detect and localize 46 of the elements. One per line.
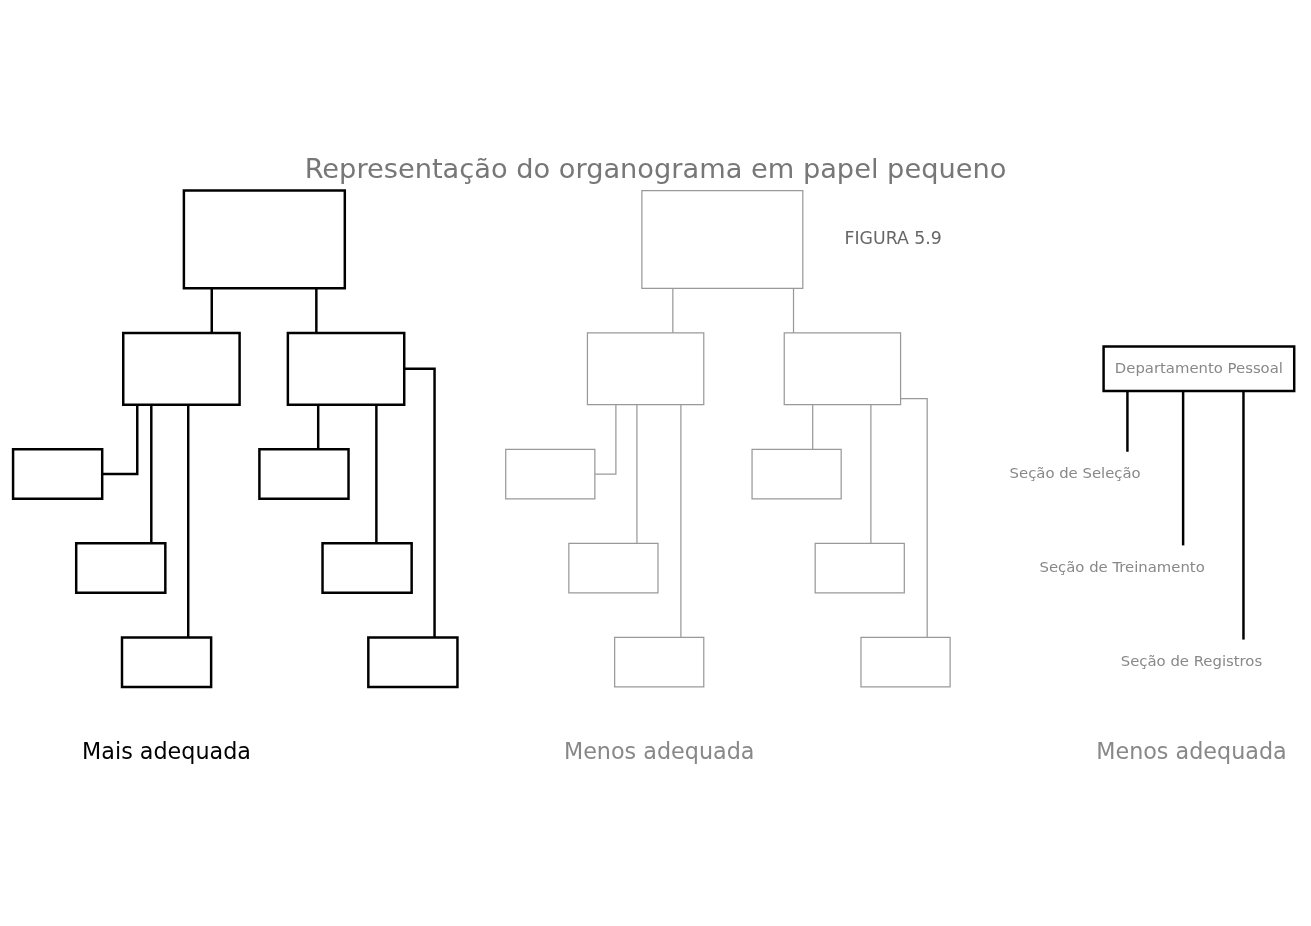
node-box [860,636,951,688]
node-box [122,331,241,406]
connector [150,404,153,543]
node-box [120,635,213,688]
connector [316,404,320,449]
connector [404,367,436,637]
label: Menos adequada [563,737,755,764]
node-box [367,635,459,688]
node-box [258,447,350,500]
node-box [814,542,905,593]
label: Menos adequada [1096,737,1287,764]
label: Mais adequada [82,737,251,764]
node-box [568,542,659,593]
node-box [321,541,413,594]
node-text: Seção de Treinamento [1039,557,1205,576]
node-text: Seção de Registros [1120,651,1263,670]
connector [680,403,682,638]
node-box [641,189,804,289]
node-box [74,541,167,594]
connector [375,404,378,543]
connector [812,403,814,450]
connector [636,403,638,544]
node-box [286,331,406,406]
connector [210,287,213,333]
connector [102,404,139,475]
connector [870,403,872,544]
node-box [11,447,104,500]
node-box [505,448,596,499]
node-box: Departamento Pessoal [1102,344,1296,392]
diagram-title: Representação do organograma em papel pequeno [304,152,1007,184]
label: FIGURA 5.9 [844,227,942,248]
connector [900,397,928,638]
node-box [783,331,902,405]
node-box [751,448,842,499]
connector [1126,390,1129,452]
connector [315,287,318,333]
node-box [586,331,705,405]
connector [1181,390,1185,545]
node-box [182,188,347,290]
connector [1242,390,1245,640]
connector [792,287,795,333]
connector [594,403,617,475]
node-text: Seção de Seleção [1009,463,1141,482]
node-box [614,636,705,688]
connector [672,287,674,333]
connector [187,404,190,637]
